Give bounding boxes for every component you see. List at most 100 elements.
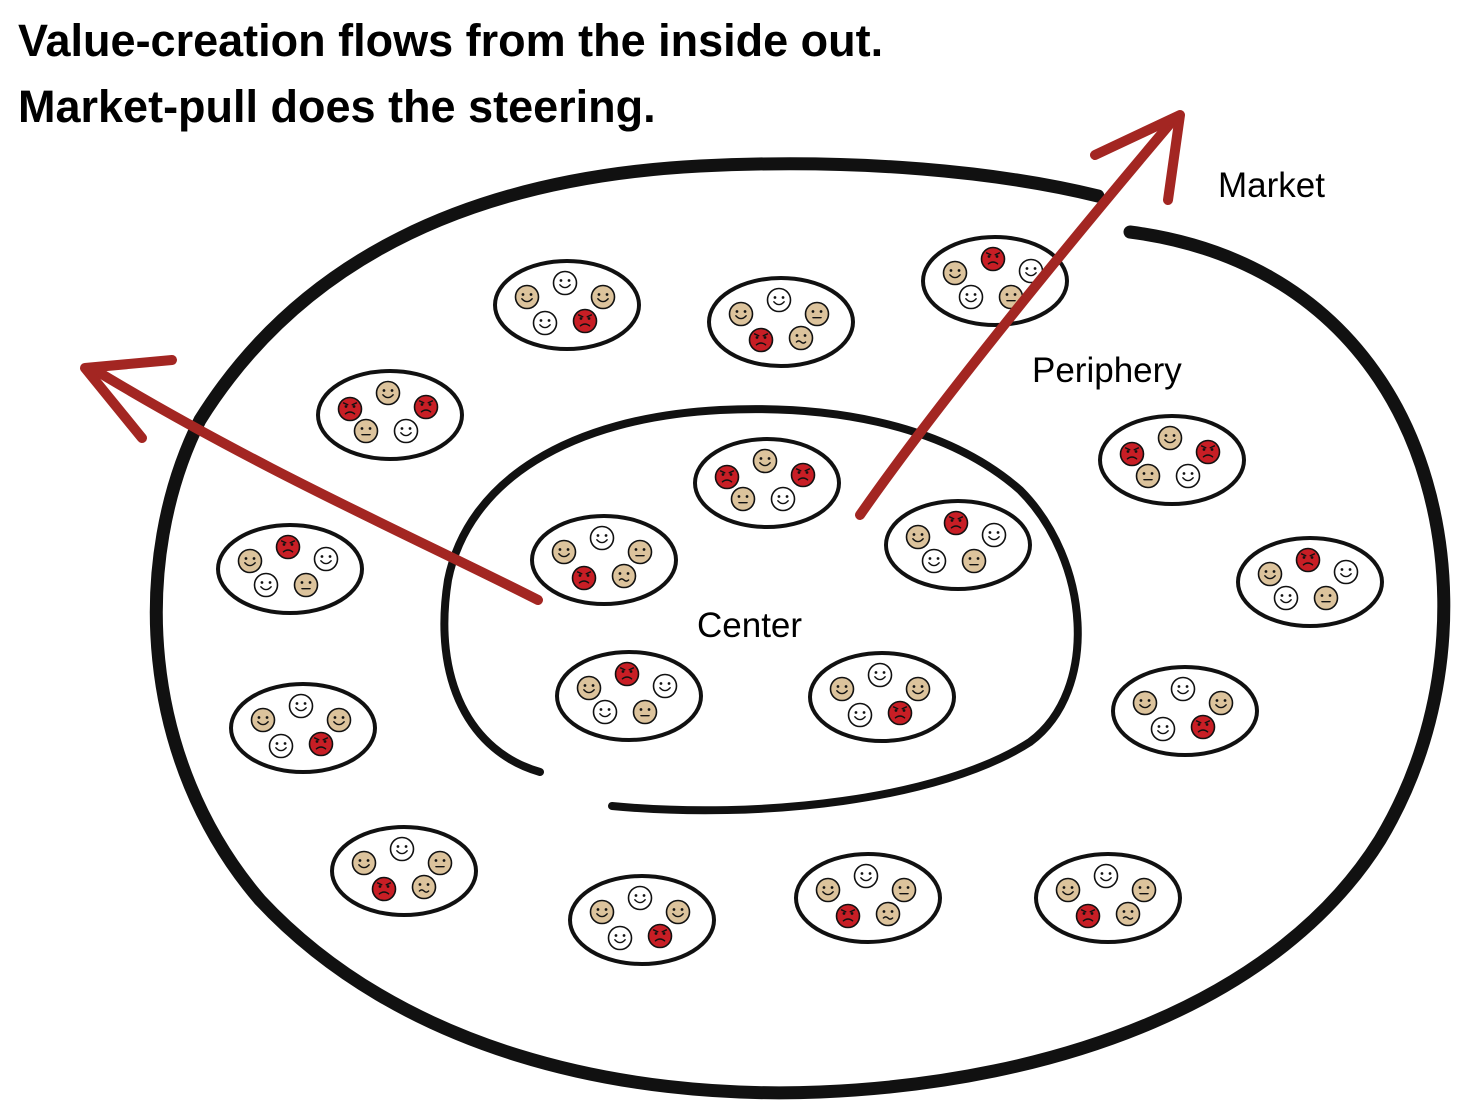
happy-face-icon [589, 899, 615, 925]
headline-line-1: Value-creation flows from the inside out… [18, 15, 884, 66]
angry-face-icon [1195, 439, 1221, 465]
smiling-face-icon [853, 863, 879, 889]
team-cluster [921, 235, 1069, 327]
angry-face-icon [275, 534, 301, 560]
team-cluster [330, 825, 478, 917]
team-cluster [1236, 536, 1384, 628]
arrow-left-outward [80, 355, 543, 605]
center-label: Center [697, 606, 803, 645]
team-cluster [1034, 852, 1182, 944]
arrow-market-outward [855, 110, 1185, 520]
happy-face-icon [532, 310, 558, 336]
grinning-face-icon [1208, 690, 1234, 716]
neutral-face-icon [627, 539, 653, 565]
angry-face-icon [1119, 441, 1145, 467]
neutral-face-icon [427, 850, 453, 876]
angry-face-icon [1295, 547, 1321, 573]
grinning-face-icon [665, 899, 691, 925]
happy-face-icon [351, 850, 377, 876]
team-cluster [568, 874, 716, 966]
neutral-face-icon [1313, 585, 1339, 611]
smiling-face-icon [552, 270, 578, 296]
happy-face-icon [1132, 690, 1158, 716]
smiling-face-icon [1333, 559, 1359, 585]
happy-face-icon [905, 524, 931, 550]
rings-layer [149, 157, 1451, 1100]
neutral-face-icon [1131, 877, 1157, 903]
happy-face-icon [514, 284, 540, 310]
angry-face-icon [371, 876, 397, 902]
neutral-face-icon [293, 572, 319, 598]
grinning-face-icon [393, 418, 419, 444]
team-cluster [1111, 665, 1259, 757]
team-cluster [693, 437, 841, 529]
team-cluster [216, 523, 364, 615]
worried-face-icon [875, 901, 901, 927]
smiling-face-icon [766, 287, 792, 313]
angry-face-icon [943, 510, 969, 536]
team-cluster [707, 276, 855, 368]
team-cluster [794, 852, 942, 944]
happy-face-icon [752, 448, 778, 474]
happy-face-icon [551, 539, 577, 565]
angry-face-icon [1190, 714, 1216, 740]
worried-face-icon [411, 874, 437, 900]
happy-face-icon [847, 702, 873, 728]
worried-face-icon [1115, 901, 1141, 927]
market-label: Market [1218, 166, 1325, 205]
happy-face-icon [607, 925, 633, 951]
happy-face-icon [268, 733, 294, 759]
neutral-face-icon [632, 699, 658, 725]
angry-face-icon [308, 731, 334, 757]
angry-face-icon [1075, 903, 1101, 929]
team-cluster [884, 499, 1032, 591]
happy-face-icon [942, 260, 968, 286]
team-cluster [493, 259, 641, 351]
happy-face-icon [237, 548, 263, 574]
smiling-face-icon [288, 693, 314, 719]
smiling-face-icon [389, 836, 415, 862]
happy-face-icon [815, 877, 841, 903]
smiling-face-icon [652, 673, 678, 699]
neutral-face-icon [353, 418, 379, 444]
angry-face-icon [337, 396, 363, 422]
happy-face-icon [1157, 425, 1183, 451]
team-cluster [530, 514, 678, 606]
happy-face-icon [250, 707, 276, 733]
angry-face-icon [980, 246, 1006, 272]
smiling-face-icon [589, 525, 615, 551]
team-cluster [1098, 414, 1246, 506]
grinning-face-icon [770, 486, 796, 512]
grinning-face-icon [958, 284, 984, 310]
angry-face-icon [887, 700, 913, 726]
worried-face-icon [788, 325, 814, 351]
happy-face-icon [728, 301, 754, 327]
smiling-face-icon [627, 885, 653, 911]
grinning-face-icon [1273, 585, 1299, 611]
happy-face-icon [1257, 561, 1283, 587]
smiling-face-icon [1093, 863, 1119, 889]
grinning-face-icon [921, 548, 947, 574]
grinning-face-icon [253, 572, 279, 598]
grinning-face-icon [326, 707, 352, 733]
smiling-face-icon [981, 522, 1007, 548]
neutral-face-icon [804, 301, 830, 327]
happy-face-icon [1150, 716, 1176, 742]
team-cluster [229, 682, 377, 774]
angry-face-icon [572, 308, 598, 334]
team-cluster [555, 650, 703, 742]
happy-face-icon [829, 676, 855, 702]
happy-face-icon [1055, 877, 1081, 903]
grinning-face-icon [905, 676, 931, 702]
team-cluster [808, 651, 956, 743]
happy-face-icon [576, 675, 602, 701]
arrows-layer [80, 110, 1185, 605]
grinning-face-icon [590, 284, 616, 310]
angry-face-icon [748, 327, 774, 353]
angry-face-icon [647, 923, 673, 949]
neutral-face-icon [730, 486, 756, 512]
angry-face-icon [614, 661, 640, 687]
smiling-face-icon [313, 546, 339, 572]
headline-line-2: Market-pull does the steering. [18, 81, 656, 132]
